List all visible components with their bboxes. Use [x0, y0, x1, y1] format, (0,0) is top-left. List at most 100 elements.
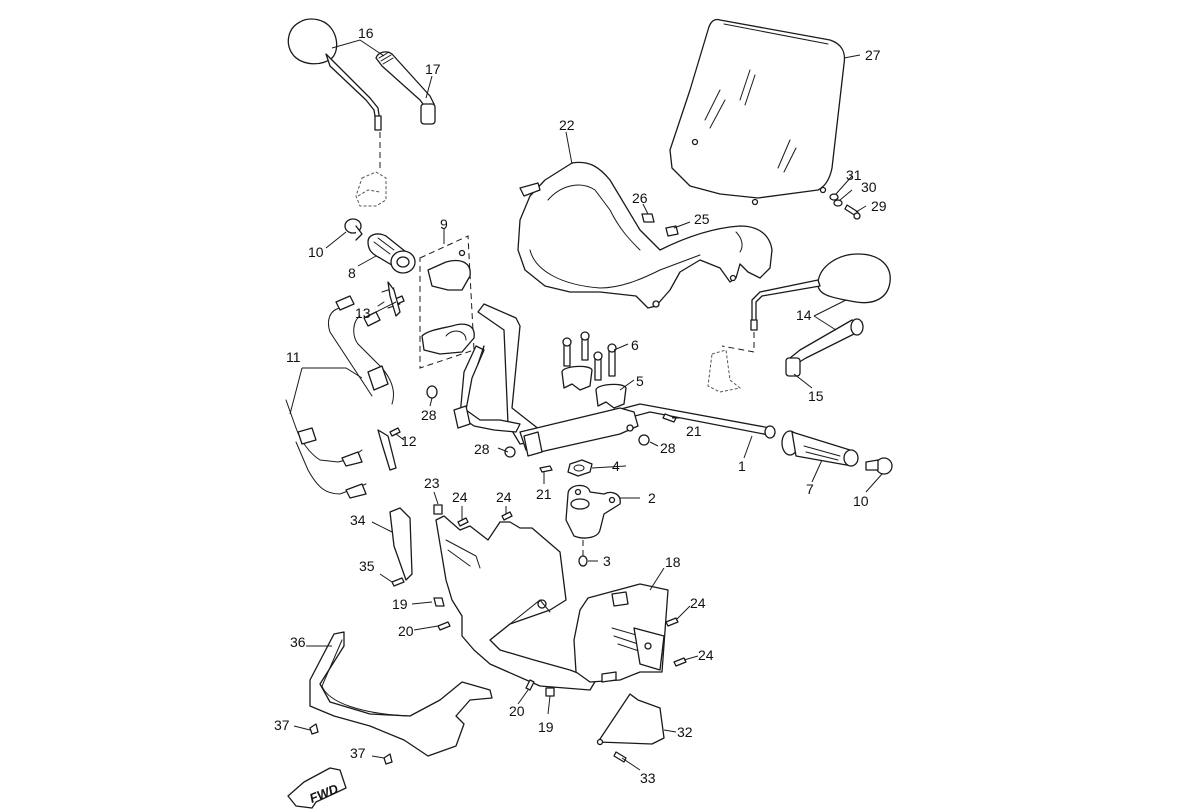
screw-20-bottom[interactable]: [525, 679, 535, 691]
callout-21-right[interactable]: 21: [686, 423, 702, 439]
callout-3[interactable]: 3: [603, 553, 611, 569]
grommet[interactable]: [829, 193, 839, 201]
callout-16[interactable]: 16: [358, 25, 374, 41]
callout-13[interactable]: 13: [355, 305, 371, 321]
clip-25[interactable]: [665, 225, 679, 237]
screw-21-center[interactable]: [539, 465, 553, 473]
callout-15[interactable]: 15: [808, 388, 824, 404]
callout-24-c[interactable]: 24: [690, 595, 706, 611]
callout-11[interactable]: 11: [286, 349, 301, 365]
callout-1[interactable]: 1: [738, 458, 746, 474]
leader-lines: [289, 39, 883, 771]
windscreen-bolt[interactable]: [844, 204, 861, 220]
front-under-cover[interactable]: [309, 631, 493, 757]
callout-4[interactable]: 4: [612, 458, 620, 474]
screw-37-bottom[interactable]: [383, 753, 393, 765]
cable-guide-plates[interactable]: [377, 281, 401, 471]
right-mirror[interactable]: [750, 253, 891, 331]
screw-21-right[interactable]: [662, 413, 677, 423]
collar-28-right[interactable]: [638, 434, 650, 446]
callout-24-d[interactable]: 24: [698, 647, 714, 663]
nut-4[interactable]: [567, 459, 593, 477]
callout-6[interactable]: 6: [631, 337, 639, 353]
callout-20-bottom[interactable]: 20: [509, 703, 525, 719]
right-side-panel[interactable]: [596, 693, 665, 746]
callout-17[interactable]: 17: [425, 61, 441, 77]
callout-8[interactable]: 8: [348, 265, 356, 281]
callout-35[interactable]: 35: [359, 558, 375, 574]
callout-12[interactable]: 12: [401, 433, 417, 449]
callout-30[interactable]: 30: [861, 179, 877, 195]
throttle-cables[interactable]: [285, 295, 395, 499]
windscreen[interactable]: [669, 18, 846, 206]
right-grip[interactable]: [781, 430, 859, 467]
screw-24-c[interactable]: [665, 617, 679, 627]
bar-end-weight-right[interactable]: [865, 457, 893, 475]
callout-19-left[interactable]: 19: [392, 596, 408, 612]
screw-33[interactable]: [613, 751, 627, 763]
callout-27[interactable]: 27: [865, 47, 881, 63]
screw-12[interactable]: [389, 427, 401, 437]
callout-10-left[interactable]: 10: [308, 244, 324, 260]
handlebar-holder[interactable]: [565, 484, 621, 539]
nut-clip-23[interactable]: [433, 504, 443, 515]
callout-28-left[interactable]: 28: [421, 407, 437, 423]
callout-31[interactable]: 31: [846, 167, 862, 183]
inner-cover[interactable]: [435, 515, 597, 691]
callout-7[interactable]: 7: [806, 481, 814, 497]
callout-5[interactable]: 5: [636, 373, 644, 389]
left-mirror-adapter[interactable]: [375, 51, 436, 125]
callout-25[interactable]: 25: [694, 211, 710, 227]
clip-26[interactable]: [641, 213, 655, 223]
washer[interactable]: [833, 199, 843, 207]
callout-37-left[interactable]: 37: [274, 717, 290, 733]
callout-24-b[interactable]: 24: [496, 489, 512, 505]
callout-10-right[interactable]: 10: [853, 493, 869, 509]
nut-clip-19-left[interactable]: [433, 597, 445, 607]
callout-18[interactable]: 18: [665, 554, 681, 570]
callout-21-center[interactable]: 21: [536, 486, 552, 502]
screw-24-a[interactable]: [457, 517, 469, 527]
front-lower-cover[interactable]: [573, 583, 669, 683]
callout-29[interactable]: 29: [871, 198, 887, 214]
collar-28-center[interactable]: [504, 446, 516, 458]
callout-9[interactable]: 9: [440, 216, 448, 232]
screw-24-d[interactable]: [673, 657, 687, 667]
screw-37-left[interactable]: [309, 723, 319, 735]
screw-20-left[interactable]: [437, 621, 451, 631]
callout-28-right[interactable]: 28: [660, 440, 676, 456]
arrow-left-icon: [287, 767, 347, 809]
left-side-panel[interactable]: [389, 507, 413, 581]
collar-28-left[interactable]: [426, 385, 438, 399]
callout-33[interactable]: 33: [640, 770, 656, 786]
nut-clip-19-bottom[interactable]: [545, 687, 555, 697]
left-grip[interactable]: [367, 233, 416, 274]
left-mirror[interactable]: [287, 18, 382, 131]
throttle-housing-set[interactable]: [421, 249, 475, 355]
fwd-direction-indicator: FWD: [287, 767, 347, 809]
handlebar-cover[interactable]: [517, 161, 773, 309]
bar-end-weight-left[interactable]: [344, 218, 363, 241]
callout-20-left[interactable]: 20: [398, 623, 414, 639]
pin-3[interactable]: [578, 555, 588, 567]
handlebar[interactable]: [453, 303, 776, 457]
callout-22[interactable]: 22: [559, 117, 575, 133]
callout-23[interactable]: 23: [424, 475, 440, 491]
upper-clamps[interactable]: [561, 365, 627, 409]
callout-2[interactable]: 2: [648, 490, 656, 506]
callout-34[interactable]: 34: [350, 512, 366, 528]
callout-37-bottom[interactable]: 37: [350, 745, 366, 761]
callout-14[interactable]: 14: [796, 307, 812, 323]
callout-32[interactable]: 32: [677, 724, 693, 740]
bolts-6[interactable]: [562, 331, 617, 381]
screw-35[interactable]: [391, 577, 405, 587]
callout-19-bottom[interactable]: 19: [538, 719, 554, 735]
callout-26[interactable]: 26: [632, 190, 648, 206]
callout-24-a[interactable]: 24: [452, 489, 468, 505]
callout-28-center[interactable]: 28: [474, 441, 490, 457]
callout-36[interactable]: 36: [290, 634, 306, 650]
right-mirror-adapter[interactable]: [785, 318, 864, 377]
callout-labels: 16 17 22 27 31 30 29 26 25 9 10 8 13 11 …: [274, 25, 887, 786]
screw-24-b[interactable]: [501, 511, 513, 521]
